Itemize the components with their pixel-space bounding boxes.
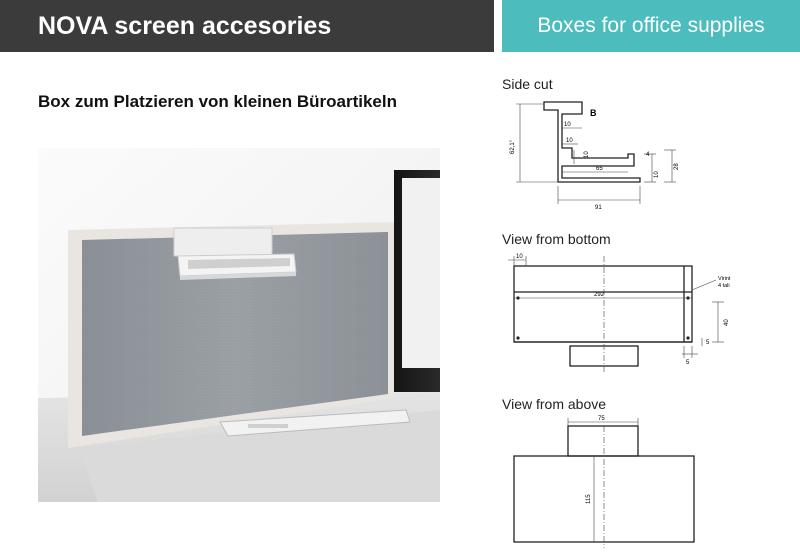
page-title: NOVA screen accesories [38,11,332,40]
side-cut-dim-inner: 10 [566,138,573,144]
side-cut-dim-width: 91 [595,205,602,211]
side-cut-dim-box-height: 28 [674,163,680,170]
side-cut-dim-top: 10 [564,122,571,128]
bottom-view-note-1: Virint [718,276,731,282]
bottom-view-dim-depth: 40 [724,319,730,326]
above-view-caption: View from above [502,396,607,412]
bottom-view-drawing: 10 292 Virint 4 tali 40 5 5 [508,254,731,374]
bottom-view-dim-edge: 10 [516,254,523,260]
bottom-view-dim-foot: 5 [686,360,690,366]
side-cut-caption: Side cut [502,76,553,92]
product-photo-illustration [38,148,440,502]
section-title: Boxes for office supplies [537,14,765,37]
header-section-bar: Boxes for office supplies [502,0,800,52]
product-subtitle: Box zum Platzieren von kleinen Büroartik… [38,92,397,111]
side-cut-dim-height: 62,1° [510,139,516,154]
office-supplies-box [173,227,297,280]
above-view-dim-tab: 75 [598,416,605,422]
bottom-view-dim-length: 292 [594,292,605,298]
side-cut-dim-base: 10 [654,171,660,178]
side-cut-dim-depth: 65 [596,166,603,172]
side-cut-dim-step: 10 [584,151,590,158]
header-title-bar: NOVA screen accesories [0,0,494,52]
side-cut-label-b: B [590,108,597,118]
above-view-drawing: 75 115 [513,416,695,548]
side-cut-dim-lip: 4 [646,152,650,158]
bottom-view-note-2: 4 tali [718,283,730,289]
bottom-view-dim-side: 5 [706,340,710,346]
bottom-view-caption: View from bottom [502,231,611,247]
product-photo [38,148,440,502]
side-cut-drawing: B 62,1° 10 10 10 65 4 28 10 91 [510,101,680,211]
above-view-dim-height: 115 [586,494,592,504]
